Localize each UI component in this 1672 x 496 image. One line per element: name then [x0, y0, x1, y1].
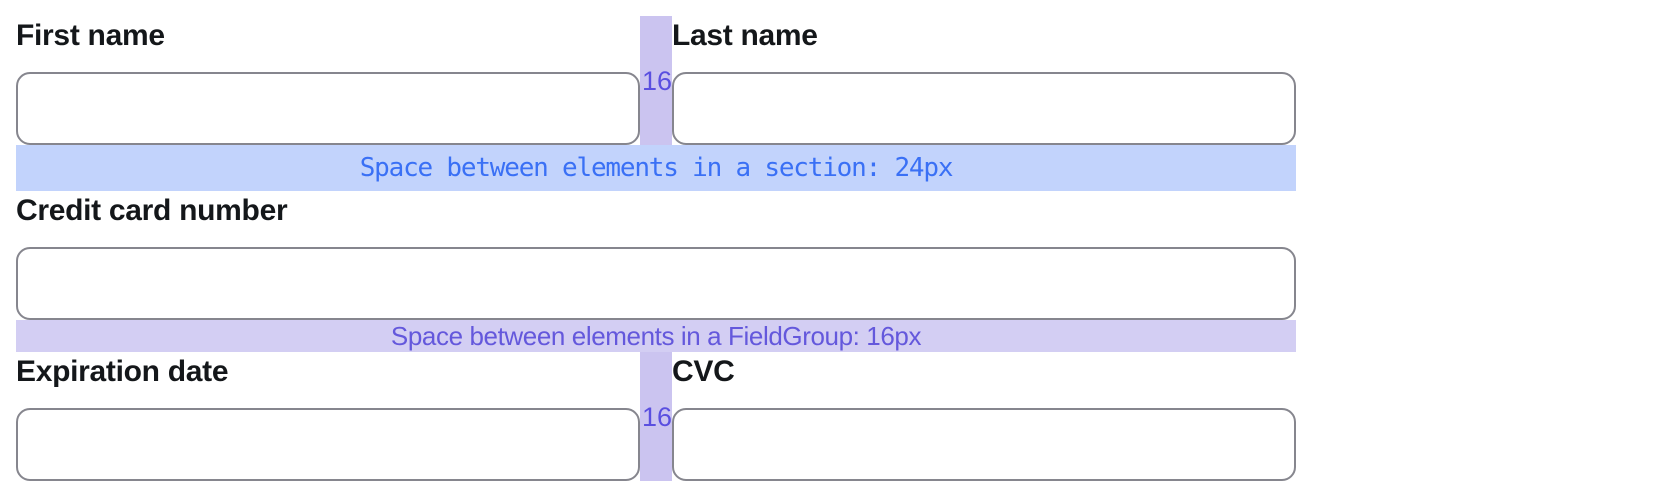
column-gap-highlight — [640, 16, 672, 145]
first-name-field: First name — [16, 16, 640, 145]
last-name-label: Last name — [672, 19, 818, 52]
expiration-date-input[interactable] — [16, 408, 640, 481]
cvc-field: CVC — [672, 352, 1296, 481]
name-field-group: 16 First name Last name — [16, 16, 1296, 145]
expiry-cvc-field-group: 16 Expiration date CVC — [16, 352, 1296, 481]
last-name-input[interactable] — [672, 72, 1296, 145]
section-spacing-band-text: Space between elements in a section: 24p… — [359, 153, 954, 183]
payment-form: 16 First name Last name Space between el… — [16, 16, 1296, 481]
expiration-date-field: Expiration date — [16, 352, 640, 481]
credit-card-number-input[interactable] — [16, 247, 1296, 320]
card-number-group: Credit card number — [16, 191, 1296, 320]
cvc-input[interactable] — [672, 408, 1296, 481]
first-name-label: First name — [16, 19, 165, 52]
fieldgroup-spacing-band-text: Space between elements in a FieldGroup: … — [390, 320, 922, 351]
gap-size-label: 16 — [642, 402, 673, 432]
section-spacing-band: Space between elements in a section: 24p… — [16, 145, 1296, 191]
first-name-input[interactable] — [16, 72, 640, 145]
cvc-label: CVC — [672, 355, 735, 388]
last-name-field: Last name — [672, 16, 1296, 145]
gap-size-label: 16 — [642, 66, 673, 96]
column-gap-highlight — [640, 352, 672, 481]
card-number-label: Credit card number — [16, 194, 288, 227]
card-number-field: Credit card number — [16, 191, 1296, 320]
expiration-date-label: Expiration date — [16, 355, 229, 388]
fieldgroup-spacing-band: Space between elements in a FieldGroup: … — [16, 320, 1296, 352]
